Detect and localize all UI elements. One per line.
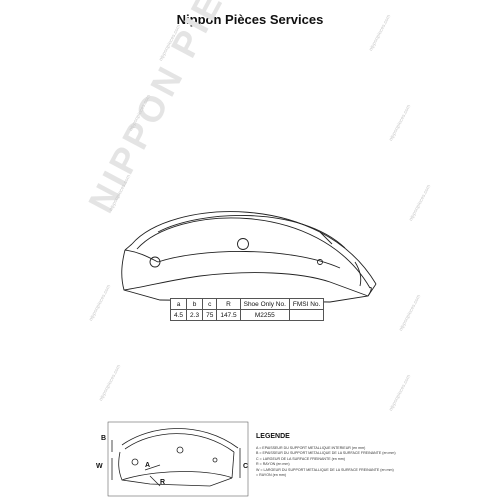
spec-header-fmsi-no: FMSI No. [288,298,325,310]
spec-value-fmsi-no [288,309,325,321]
spec-value-c: 75 [202,309,218,321]
legend-title: LEGENDE [256,433,290,440]
spec-header-b: b [186,298,204,310]
spec-table: a b c R Shoe Only No. FMSI No. 4.5 2.3 7… [169,298,325,321]
spec-table-row: 4.5 2.3 75 147.5 M2255 [169,309,325,321]
legend-item: W = LARGEUR DU SUPPORT METALLIQUE DE LA … [256,467,394,472]
legend-item: B = EPAISSEUR DU SUPPORT METALLIQUE DE L… [256,451,396,456]
legend-list: A = EPAISSEUR DU SUPPORT METALLIQUE INTE… [256,446,396,478]
spec-value-b: 2.3 [186,309,204,321]
dimension-label-a: A [145,462,151,469]
dimension-label-r: R [160,479,166,486]
dimension-label-b: B [101,435,107,442]
spec-value-r: 147.5 [216,309,241,321]
dimension-label-w: W [96,463,103,470]
brake-shoe-legend-diagram [107,421,249,497]
spec-header-shoe-no: Shoe Only No. [239,298,290,310]
dimension-label-c: C [243,463,249,470]
hole-center [237,238,249,250]
spec-value-a: 4.5 [169,309,188,321]
legend-item: = RAYON (en mm) [256,473,286,478]
spec-header-a: a [169,298,188,310]
hole-left [149,256,161,268]
spec-header-r: R [216,298,241,310]
spec-value-shoe-no: M2255 [239,309,290,321]
page-title: Nippon Pièces Services [176,12,324,27]
spec-table-header-row: a b c R Shoe Only No. FMSI No. [169,298,325,310]
brake-shoe-main [121,211,377,303]
legend-item: A = EPAISSEUR DU SUPPORT METALLIQUE INTE… [256,446,366,450]
hole-right [317,259,323,265]
legend-item: C = LARGEUR DE LA SURFACE FREINANTE (en … [256,456,345,461]
spec-header-c: c [202,298,218,310]
legend-item: R = RAYON (en mm) [256,462,290,467]
